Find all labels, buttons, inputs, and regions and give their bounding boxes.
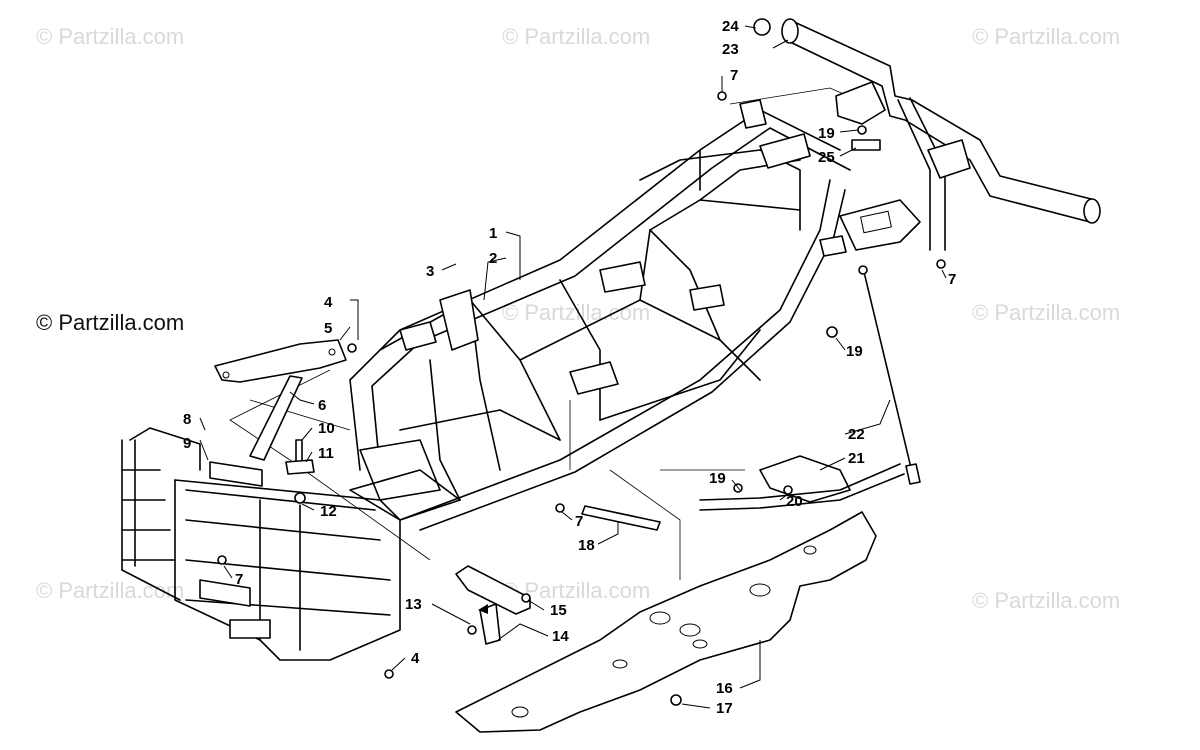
callout-7-center: 7 [575,513,583,530]
watermark-bottom-right: © Partzilla.com [972,588,1120,613]
callout-7-rear: 7 [948,271,956,288]
callout-22: 22 [848,426,865,443]
callout-19-lower: 19 [709,470,726,487]
skid-plate [455,511,877,733]
front-strut [249,375,303,461]
fasteners [217,18,946,706]
watermark-top-center: © Partzilla.com [502,24,650,49]
leader-lines [199,25,947,709]
rear-rack-tube [781,18,1101,251]
front-bumper [121,427,401,661]
rear-lower-bracket [699,455,905,511]
callout-23: 23 [722,41,739,58]
callout-6: 6 [318,397,326,414]
callout-5: 5 [324,320,332,337]
callout-4-lower: 4 [411,650,420,667]
watermark-top-right: © Partzilla.com [972,24,1120,49]
support-bracket [455,565,531,645]
callout-17: 17 [716,700,733,717]
callout-13: 13 [405,596,422,613]
stone-guard [581,505,661,531]
watermark-mid-left: © Partzilla.com [36,310,184,335]
watermark-mid-center: © Partzilla.com [502,300,650,325]
callout-4-upper: 4 [324,294,333,311]
callout-20: 20 [786,493,803,510]
callout-7-top: 7 [730,67,738,84]
callout-12: 12 [320,503,337,520]
main-frame [349,99,851,531]
watermark-bottom-left: © Partzilla.com [36,578,184,603]
callout-16: 16 [716,680,733,697]
front-upper-bracket [214,339,347,383]
callout-7-bumper: 7 [235,571,243,588]
watermark-mid-right: © Partzilla.com [972,300,1120,325]
callout-1: 1 [489,225,497,242]
callout-19-upper: 19 [818,125,835,142]
callout-21: 21 [848,450,865,467]
callout-10: 10 [318,420,335,437]
callout-3: 3 [426,263,434,280]
tie-rod [858,265,921,485]
callout-9: 9 [183,435,191,452]
callout-14: 14 [552,628,569,645]
watermark-top-left: © Partzilla.com [36,24,184,49]
callout-15: 15 [550,602,567,619]
callout-2: 2 [489,250,497,267]
callout-25: 25 [818,149,835,166]
callout-24: 24 [722,18,739,35]
callout-labels: 1 2 3 4 5 6 8 9 10 11 12 7 4 13 14 15 7 … [183,18,956,717]
rear-bracket [839,199,921,251]
callout-11: 11 [318,445,334,462]
callout-18: 18 [578,537,595,554]
callout-8: 8 [183,411,191,428]
callout-19-middle: 19 [846,343,863,360]
